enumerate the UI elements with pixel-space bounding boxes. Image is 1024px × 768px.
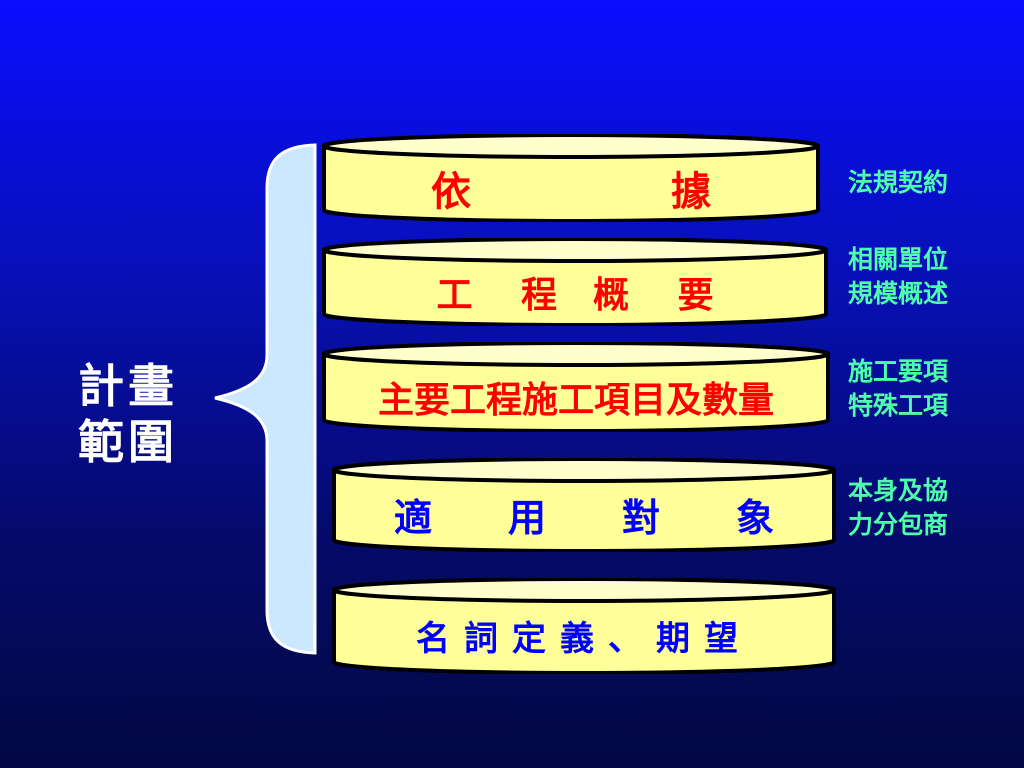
disc-body [322, 248, 828, 326]
disc-main-items-label: 主要工程施工項目及數量 [377, 378, 774, 421]
note-main-items-line2: 特殊工項 [848, 391, 949, 420]
disc-main-items: 主要工程施工項目及數量 [322, 342, 830, 432]
scope-title-line2: 範圍 [78, 415, 178, 469]
disc-shape [322, 134, 820, 222]
note-basis: 法規契約 [848, 166, 948, 200]
note-overview-line1: 相關單位 [848, 245, 949, 274]
scope-title: 計畫 範圍 [78, 358, 188, 470]
note-overview-line2: 規模概述 [848, 279, 949, 308]
disc-body [322, 352, 830, 432]
note-applicable-parties: 本身及協 力分包商 [848, 474, 948, 542]
disc-basis: 依 據 [322, 134, 820, 222]
disc-body [322, 144, 820, 222]
note-basis-line1: 法規契約 [848, 168, 949, 197]
disc-top [322, 134, 820, 159]
disc-shape [332, 578, 836, 674]
disc-top [322, 238, 828, 263]
disc-body [332, 588, 836, 674]
disc-basis-label: 依 據 [431, 168, 711, 216]
disc-top [332, 578, 836, 603]
disc-definitions: 名詞定義、期望 [332, 578, 836, 674]
scope-title-line1: 計畫 [78, 359, 178, 413]
note-applicable-parties-line1: 本身及協 [848, 476, 949, 505]
disc-shape [322, 342, 830, 432]
disc-applicable-parties: 適 用 對 象 [332, 458, 836, 552]
curly-brace [214, 143, 317, 655]
disc-definitions-label: 名詞定義、期望 [416, 618, 752, 659]
note-main-items: 施工要項 特殊工項 [848, 355, 948, 423]
disc-shape [322, 238, 828, 326]
disc-top [322, 342, 830, 367]
disc-applicable-parties-label: 適 用 對 象 [393, 495, 774, 541]
note-overview: 相關單位 規模概述 [848, 243, 948, 311]
disc-top [332, 458, 836, 483]
disc-overview: 工 程 概 要 [322, 238, 828, 326]
note-main-items-line1: 施工要項 [848, 357, 949, 386]
note-applicable-parties-line2: 力分包商 [848, 510, 949, 539]
disc-body [332, 468, 836, 552]
disc-shape [332, 458, 836, 552]
disc-overview-label: 工 程 概 要 [436, 273, 714, 316]
